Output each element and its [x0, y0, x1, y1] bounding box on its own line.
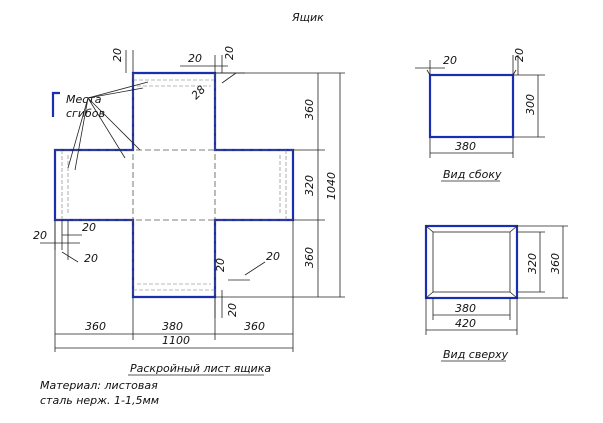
blank-development: 20 20 20 28 360 320 1040 360 20 20 20: [33, 46, 345, 376]
top-dim-outer-h: 360: [549, 253, 562, 274]
top-view-outer: [424, 224, 519, 300]
top-dim-outer-w: 420: [455, 317, 476, 330]
top-view: 320 360 380 420 Вид сверху: [424, 224, 568, 362]
dim-bottom-mid: 380: [162, 320, 183, 333]
side-dim-height: 300: [524, 94, 537, 115]
material-line2: сталь нерж. 1-1,5мм: [40, 394, 159, 407]
dim-bottom-total: 1100: [162, 334, 190, 347]
dim-left-a: 20: [33, 229, 47, 242]
top-view-caption: Вид сверху: [443, 348, 509, 361]
side-view-flanges: [426, 69, 517, 76]
dim-right-bottom: 360: [303, 247, 316, 268]
side-view-caption: Вид сбоку: [443, 168, 502, 181]
dim-left-c: 20: [84, 252, 98, 265]
dim-lines-right: [215, 72, 345, 298]
drawing-title: Ящик: [291, 11, 324, 24]
dim-bot-a: 20: [214, 258, 227, 272]
dim-left-b: 20: [82, 221, 96, 234]
dim-bot-c: 360: [244, 320, 265, 333]
side-dim-width: 380: [455, 140, 476, 153]
side-dim-flange-left: 20: [443, 54, 457, 67]
blank-caption: Раскройный лист ящика: [130, 362, 271, 375]
dim-right-mid: 320: [303, 175, 316, 196]
side-dim-flange-right: 20: [513, 48, 526, 62]
dim-bot-20: 20: [266, 250, 280, 263]
fold-legend-line2: сгибов: [66, 107, 105, 120]
dim-bottom-left: 360: [85, 320, 106, 333]
dim-lines-bottom: [54, 220, 294, 352]
fold-leaders: [67, 81, 149, 171]
side-view: 20 20 300 380 Вид сбоку: [415, 48, 545, 182]
fold-legend: Места сгибов: [51, 91, 105, 120]
dim-right-top: 360: [303, 99, 316, 120]
top-dim-inner-h: 320: [526, 253, 539, 274]
fold-legend-line1: Места: [66, 93, 102, 106]
top-view-corners: [425, 225, 518, 299]
side-view-dims: [415, 55, 545, 158]
top-dim-inner-w: 380: [455, 302, 476, 315]
dim-top-flange-h: 20: [111, 48, 124, 62]
top-view-dims: [425, 225, 568, 335]
dim-right-total: 1040: [325, 172, 338, 200]
side-view-box: [428, 73, 515, 139]
top-view-inner: [432, 231, 511, 293]
material-line1: Материал: листовая: [40, 379, 158, 392]
fold-legend-symbol: [51, 91, 60, 117]
dim-bot-b: 20: [226, 303, 239, 317]
dim-top-flange-w: 20: [188, 52, 202, 65]
dim-top-flange-w2: 20: [223, 46, 236, 60]
